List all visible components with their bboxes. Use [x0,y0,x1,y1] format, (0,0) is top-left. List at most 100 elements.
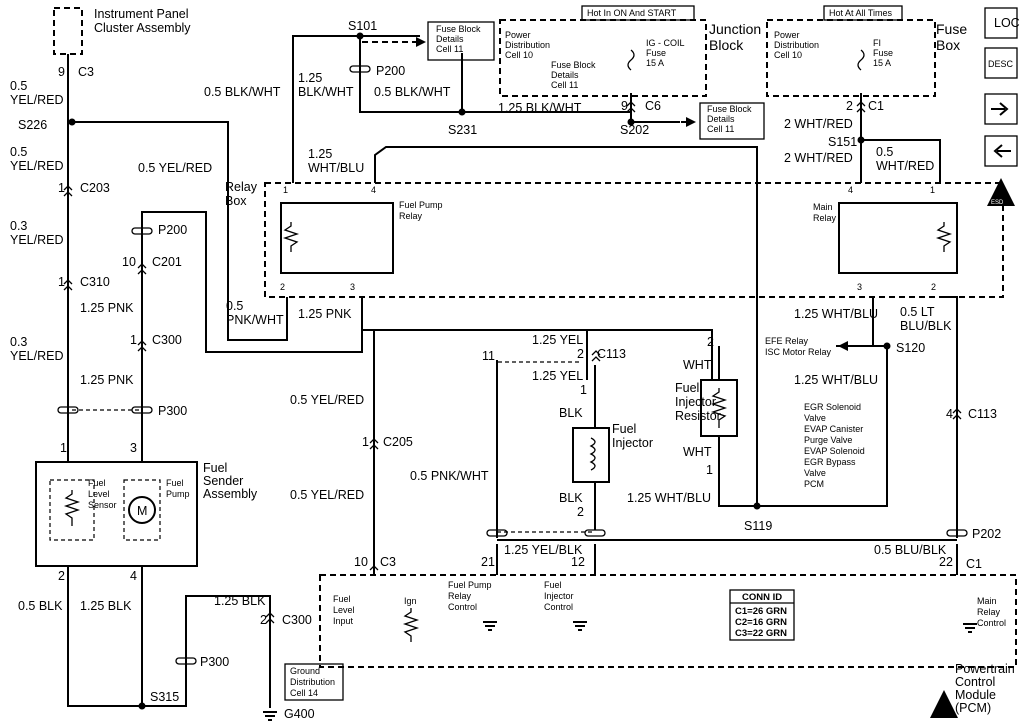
w-125-yel-2-label: 1.25 YEL [532,369,583,383]
c300-bottom-label: C300 [282,613,312,627]
p1g-label: 1 [580,383,587,397]
w-125-pnk-3-label: 1.25 PNK [298,307,352,321]
p2d-label: 2 [931,282,936,292]
p10-label: 10 [122,255,136,269]
injector-coil-icon [589,437,596,471]
c113-right-label: C113 [968,407,997,421]
w-125-yel-blk-label: 1.25 YEL/BLK [504,543,583,557]
p2c-label: 2 [846,99,853,113]
ground-dist-box [284,663,344,701]
esd-warning-label: ESD [991,200,1004,206]
connector-p200-top [349,65,371,73]
nav-forward-button[interactable] [984,93,1018,125]
connector-p300 [131,406,153,414]
arrow-left-icon [993,144,1011,158]
connector-p202 [946,529,968,537]
p12-label: 12 [571,555,585,569]
p2e-label: 2 [577,347,584,361]
w-blk-1-label: BLK [559,406,583,420]
connector-chevrons [63,101,962,624]
p300-bottom-label: P300 [200,655,229,669]
fuel-sender-box [35,461,198,567]
p2h-label: 2 [260,613,267,627]
motor-icon [128,496,156,524]
nav-desc-button[interactable]: DESC [984,47,1018,79]
p1b-label: 1 [58,275,65,289]
nav-loc-button[interactable]: LOC [984,7,1020,39]
s231-label: S231 [448,123,477,137]
p1d-label: 1 [60,441,67,455]
motor-symbol-label: M [137,504,147,518]
p2g-label: 2 [707,335,714,349]
p1a-label: 1 [58,181,65,195]
p4a-label: 4 [130,569,137,583]
fuse-fi-icon [857,49,865,71]
p21-label: 21 [481,555,495,569]
c1-top-label: C1 [868,99,884,113]
main-relay-box [838,202,958,274]
p9a-label: 9 [58,65,65,79]
conn-id-box [729,589,795,641]
c113-mid-label: C113 [597,347,626,361]
p2f-label: 2 [577,505,584,519]
w-2-wht-red-2-label: 2 WHT/RED [784,151,853,165]
c6-label: C6 [645,99,661,113]
w-05-blk-label: 0.5 BLK [18,599,63,613]
w-05-pnk-wht-2-label: 0.5 PNK/WHT [410,469,489,483]
s151-label: S151 [828,135,857,149]
w-blk-2-label: BLK [559,491,583,505]
w-125-blk-1-label: 1.25 BLK [80,599,132,613]
w-125-pnk-2-label: 1.25 PNK [80,373,134,387]
w-125-blk-2-label: 1.25 BLK [214,594,266,608]
fb-hot-label-label: Hot At All Times [829,8,893,18]
fuel-level-sensor-box [49,479,95,541]
p2b-label: 2 [280,282,285,292]
p200-mid-label: P200 [158,223,187,237]
w-125-wht-blu-4-label: 1.25 WHT/BLU [627,491,711,505]
p300-label: P300 [158,404,187,418]
p4c-label: 4 [848,185,853,195]
w-wht-1-label: WHT [683,358,712,372]
p202-label: P202 [972,527,1001,541]
c201-label: C201 [152,255,182,269]
fuse-details-s202-box [699,102,765,140]
p22-label: 22 [939,555,953,569]
s226-label: S226 [18,118,47,132]
w-125-wht-blu-3-label: 1.25 WHT/BLU [794,373,878,387]
fuel-injector-box [572,427,610,483]
w-05-blk-wht-2-label: 0.5 BLK/WHT [374,85,451,99]
p4b-label: 4 [371,185,376,195]
w-05-yel-red-3-label: 0.5 YEL/RED [138,161,212,175]
w-125-wht-blu-2-label: 1.25 WHT/BLU [794,307,878,321]
jb-hot-label-box [581,5,695,21]
w-05-yel-red-5-label: 0.5 YEL/RED [290,488,364,502]
fb-hot-label-box [823,5,903,21]
nav-back-button[interactable] [984,135,1018,167]
w-05-blk-wht-label: 0.5 BLK/WHT [204,85,281,99]
c1-pcm-label: C1 [966,557,982,571]
s315-label: S315 [150,690,179,704]
connector-s-injector [584,529,606,537]
arrow-right-icon [991,102,1009,116]
fuse-ig-coil-icon [627,49,635,71]
pcm-ign-label: Ign [404,596,417,606]
